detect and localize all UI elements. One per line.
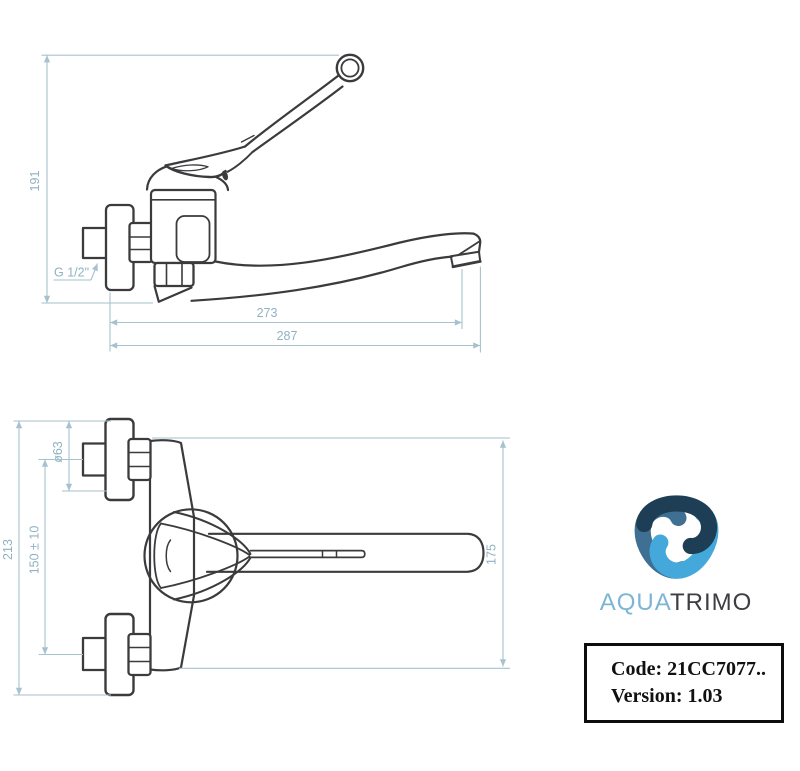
side-wall-nut (128, 221, 154, 264)
front-top-mount (81, 417, 152, 502)
side-wall-fitting (81, 226, 109, 260)
aquatrimo-logo: AQUATRIMO (596, 488, 756, 617)
side-cartridge-dome (145, 164, 230, 192)
product-info-box: Code: 21CC7077.. Version: 1.03 (584, 643, 784, 723)
dim-label-height: 191 (28, 171, 42, 192)
brand-word-trimo: TRIMO (669, 589, 753, 616)
side-spout-nut (153, 261, 195, 288)
lever-ring (335, 53, 365, 83)
code-line: Code: 21CC7077.. (611, 658, 766, 680)
lever-pivot-dot (222, 170, 228, 181)
front-lever-handle (205, 532, 485, 573)
dim-label-reach-overall: 287 (277, 329, 298, 343)
front-body (148, 439, 196, 672)
side-lever-handle (164, 53, 365, 181)
dim-label-mount-spacing: 150 ± 10 (28, 526, 42, 575)
brand-word-aqua: AQUA (599, 589, 670, 616)
dim-label-thread: G 1/2" (54, 266, 89, 280)
front-view-drawing (81, 417, 485, 697)
side-spout (153, 232, 482, 303)
front-bottom-mount (81, 612, 152, 697)
side-view-drawing (81, 53, 482, 303)
dim-label-escutcheon-diameter: ø63 (51, 441, 65, 463)
dim-label-lever-length: 175 (485, 544, 499, 565)
front-view-dimensions: 213 ø63 150 ± 10 175 (1, 420, 510, 696)
logo-swirl-icon (634, 495, 718, 579)
side-view-dimensions: 191 G 1/2" 273 287 (28, 54, 481, 353)
dim-label-reach-inner: 273 (257, 306, 278, 320)
brand-wordmark: AQUATRIMO (596, 589, 756, 617)
front-cartridge-dome (143, 508, 252, 604)
version-line: Version: 1.03 (611, 685, 723, 707)
dim-label-overall-height: 213 (1, 539, 15, 560)
